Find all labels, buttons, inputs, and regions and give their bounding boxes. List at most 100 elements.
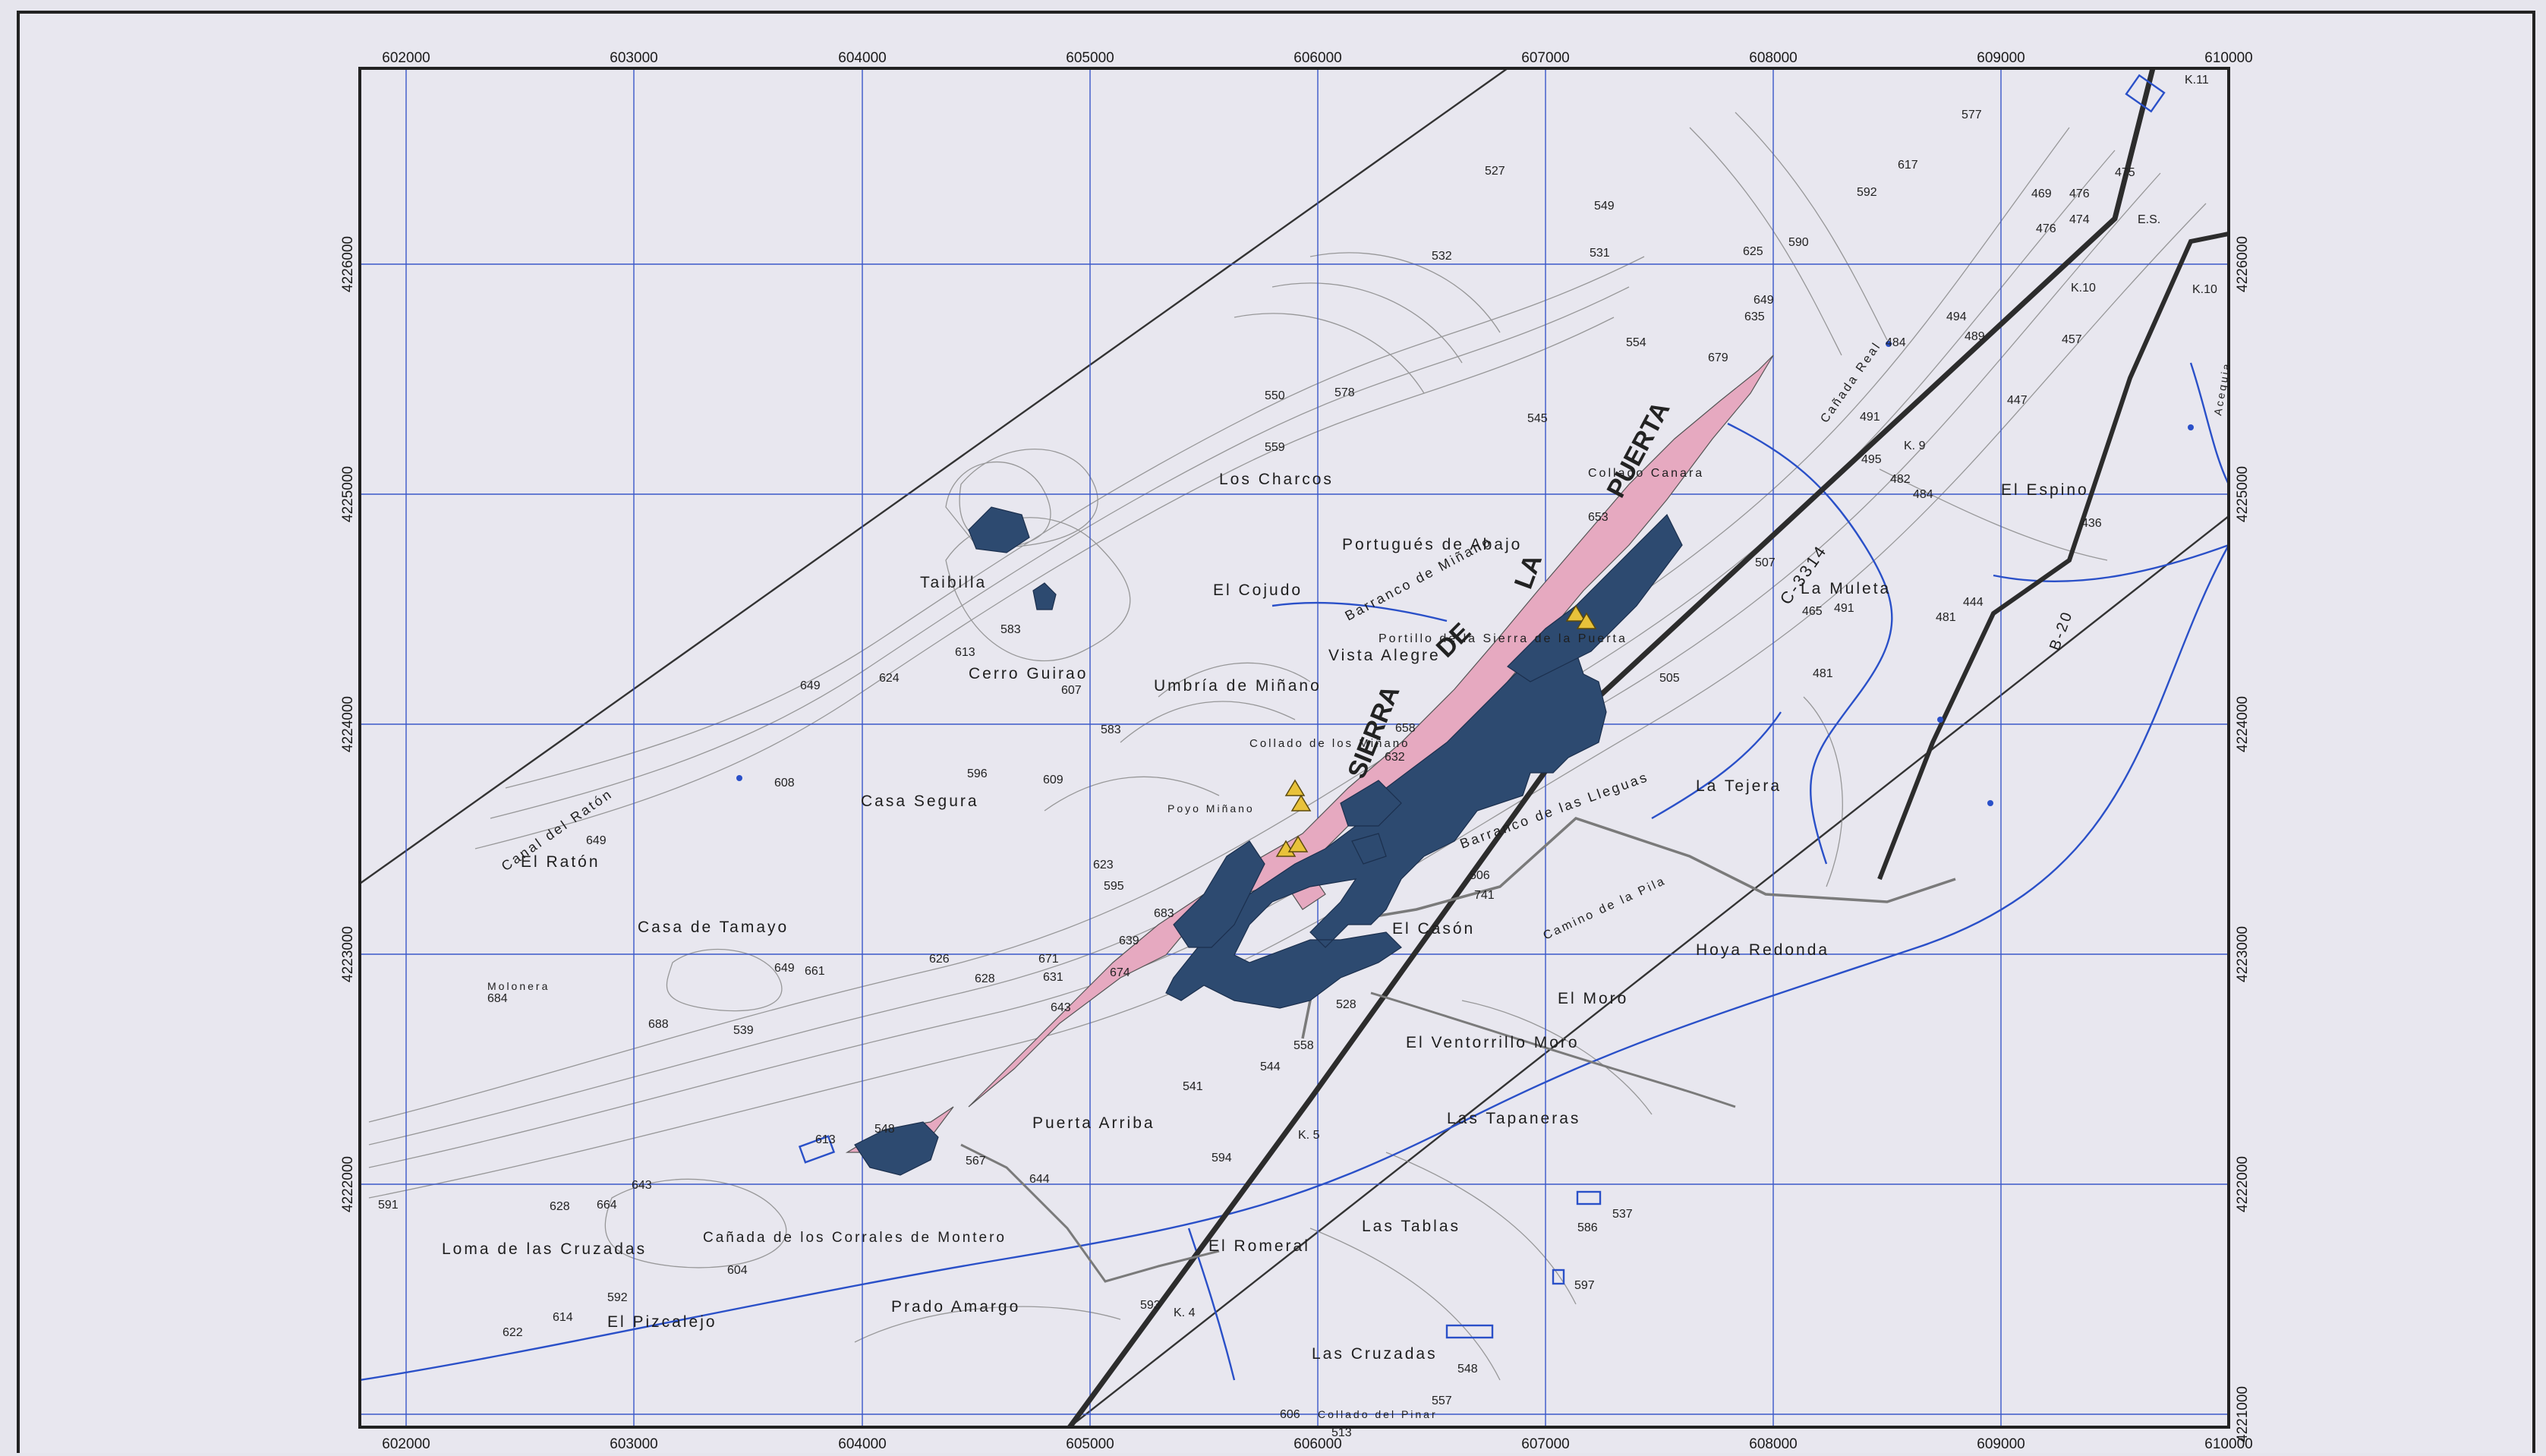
spot-height: 622 (503, 1326, 523, 1339)
spot-height: 741 (1474, 889, 1495, 902)
x-tick-bottom-606000: 606000 (1293, 1436, 1341, 1452)
survey-points (736, 341, 2194, 806)
survey-area-boundary (360, 68, 2229, 1427)
spot-height: 653 (1588, 511, 1609, 524)
place-el-romeral: El Romeral (1208, 1237, 1310, 1255)
spot-height: 593 (1140, 1299, 1161, 1312)
place-poyo-minano: Poyo Miñano (1167, 802, 1255, 815)
spot-height: 474 (2069, 213, 2090, 226)
spot-height: 539 (733, 1024, 754, 1037)
place-umbria-de-minano: Umbría de Miñano (1154, 677, 1322, 695)
place-casa-de-tamayo: Casa de Tamayo (638, 919, 789, 936)
spot-height: 594 (1212, 1152, 1232, 1164)
spot-height: 661 (805, 965, 825, 978)
spot-height: 649 (774, 962, 795, 975)
spot-height: 624 (879, 672, 900, 685)
map-content (360, 68, 2229, 1427)
km-marker: E.S. (2138, 213, 2160, 226)
spot-height: 436 (2081, 517, 2102, 530)
spot-height: 532 (1432, 250, 1452, 263)
spot-height: 528 (1336, 998, 1357, 1011)
spot-height: 544 (1260, 1060, 1281, 1073)
spot-height: 548 (874, 1123, 895, 1136)
spot-height: 557 (1432, 1395, 1452, 1407)
spot-height: 444 (1963, 596, 1984, 609)
spot-height: 554 (1626, 336, 1646, 349)
spot-height: 664 (597, 1199, 617, 1212)
place-collado-del-pinar: Collado del Pinar (1318, 1408, 1438, 1420)
place-el-cason: El Casón (1392, 920, 1475, 938)
spot-height: 476 (2036, 222, 2056, 235)
spot-height: 475 (2115, 166, 2135, 179)
place-las-cruzadas: Las Cruzadas (1312, 1345, 1438, 1363)
y-tick-right-4224000: 4224000 (2235, 696, 2251, 752)
spot-height: 613 (955, 646, 975, 659)
x-tick-bottom-604000: 604000 (838, 1436, 886, 1452)
spot-height: 623 (1093, 859, 1114, 871)
spot-height: 481 (1936, 611, 1956, 624)
spot-height: 596 (967, 767, 988, 780)
x-tick-top-608000: 608000 (1749, 50, 1797, 66)
spot-height: 639 (1119, 934, 1139, 947)
place-las-tablas: Las Tablas (1362, 1218, 1460, 1235)
spot-height: 628 (550, 1200, 570, 1213)
spot-height: 447 (2007, 394, 2028, 407)
spot-height: 545 (1527, 412, 1548, 425)
spot-height: 688 (648, 1018, 669, 1031)
spot-height: 567 (966, 1155, 986, 1168)
spot-height: 549 (1594, 200, 1615, 213)
spot-height: 643 (1051, 1001, 1071, 1014)
spot-height: 643 (632, 1179, 652, 1192)
spot-height: 541 (1183, 1080, 1203, 1093)
km-marker: K. 9 (1904, 440, 1926, 452)
y-tick-right-4221000: 4221000 (2235, 1386, 2251, 1442)
place-el-moro: El Moro (1558, 990, 1628, 1007)
spot-height: 649 (586, 834, 607, 847)
spot-height: 578 (1334, 386, 1355, 399)
y-tick-left-4222000: 4222000 (340, 1156, 356, 1212)
place-hoya-redonda: Hoya Redonda (1696, 941, 1829, 959)
spot-height: 476 (2069, 188, 2090, 200)
spot-height: 684 (487, 992, 508, 1005)
spot-height: 609 (1043, 774, 1063, 786)
spot-height: 590 (1788, 236, 1809, 249)
map-sheet: 602000 603000 604000 605000 606000 60700… (17, 11, 2535, 1453)
spot-height: 597 (1574, 1279, 1595, 1292)
spot-height: 595 (1104, 880, 1124, 893)
spot-height: 649 (800, 679, 821, 692)
y-tick-left-4225000: 4225000 (340, 466, 356, 522)
place-portugues-de-abajo: Portugués de Abajo (1342, 536, 1522, 553)
spot-height: 491 (1860, 411, 1880, 424)
spot-height: 548 (1457, 1363, 1478, 1376)
x-tick-bottom-603000: 603000 (610, 1436, 657, 1452)
spot-height: 608 (774, 777, 795, 789)
place-la-tejera: La Tejera (1696, 777, 1782, 795)
km-marker: K. 4 (1174, 1306, 1196, 1319)
spot-height: 558 (1293, 1039, 1314, 1052)
y-tick-right-4225000: 4225000 (2235, 466, 2251, 522)
spot-height: 537 (1612, 1208, 1633, 1221)
spot-height: 607 (1061, 684, 1082, 697)
spot-height: 583 (1101, 723, 1121, 736)
place-canada-corrales: Cañada de los Corrales de Montero (703, 1230, 1007, 1246)
spot-height: 649 (1754, 294, 1774, 307)
x-tick-top-602000: 602000 (382, 50, 430, 66)
spot-height: 550 (1265, 389, 1285, 402)
place-el-ventorrillo-moro: El Ventorrillo Moro (1406, 1034, 1580, 1051)
road-km-markers: K.11 K.10 K.10 K. 9 K. 5 K. 4 E.S. (1174, 74, 2217, 1319)
spot-height: 482 (1890, 473, 1911, 486)
place-prado-amargo: Prado Amargo (891, 1298, 1020, 1316)
spot-height: 626 (929, 953, 950, 966)
x-tick-top-606000: 606000 (1293, 50, 1341, 66)
spot-height: 606 (1280, 1408, 1300, 1421)
spot-height: 614 (553, 1311, 573, 1324)
y-tick-right-4222000: 4222000 (2235, 1156, 2251, 1212)
x-tick-top-604000: 604000 (838, 50, 886, 66)
spot-height: 679 (1708, 351, 1728, 364)
spot-height: 491 (1834, 602, 1854, 615)
spot-height: 531 (1590, 247, 1610, 260)
x-tick-top-607000: 607000 (1521, 50, 1569, 66)
place-collado-minano: Collado de los Miñano (1249, 737, 1410, 750)
spot-height: 617 (1898, 159, 1918, 172)
spot-height: 592 (607, 1291, 628, 1304)
